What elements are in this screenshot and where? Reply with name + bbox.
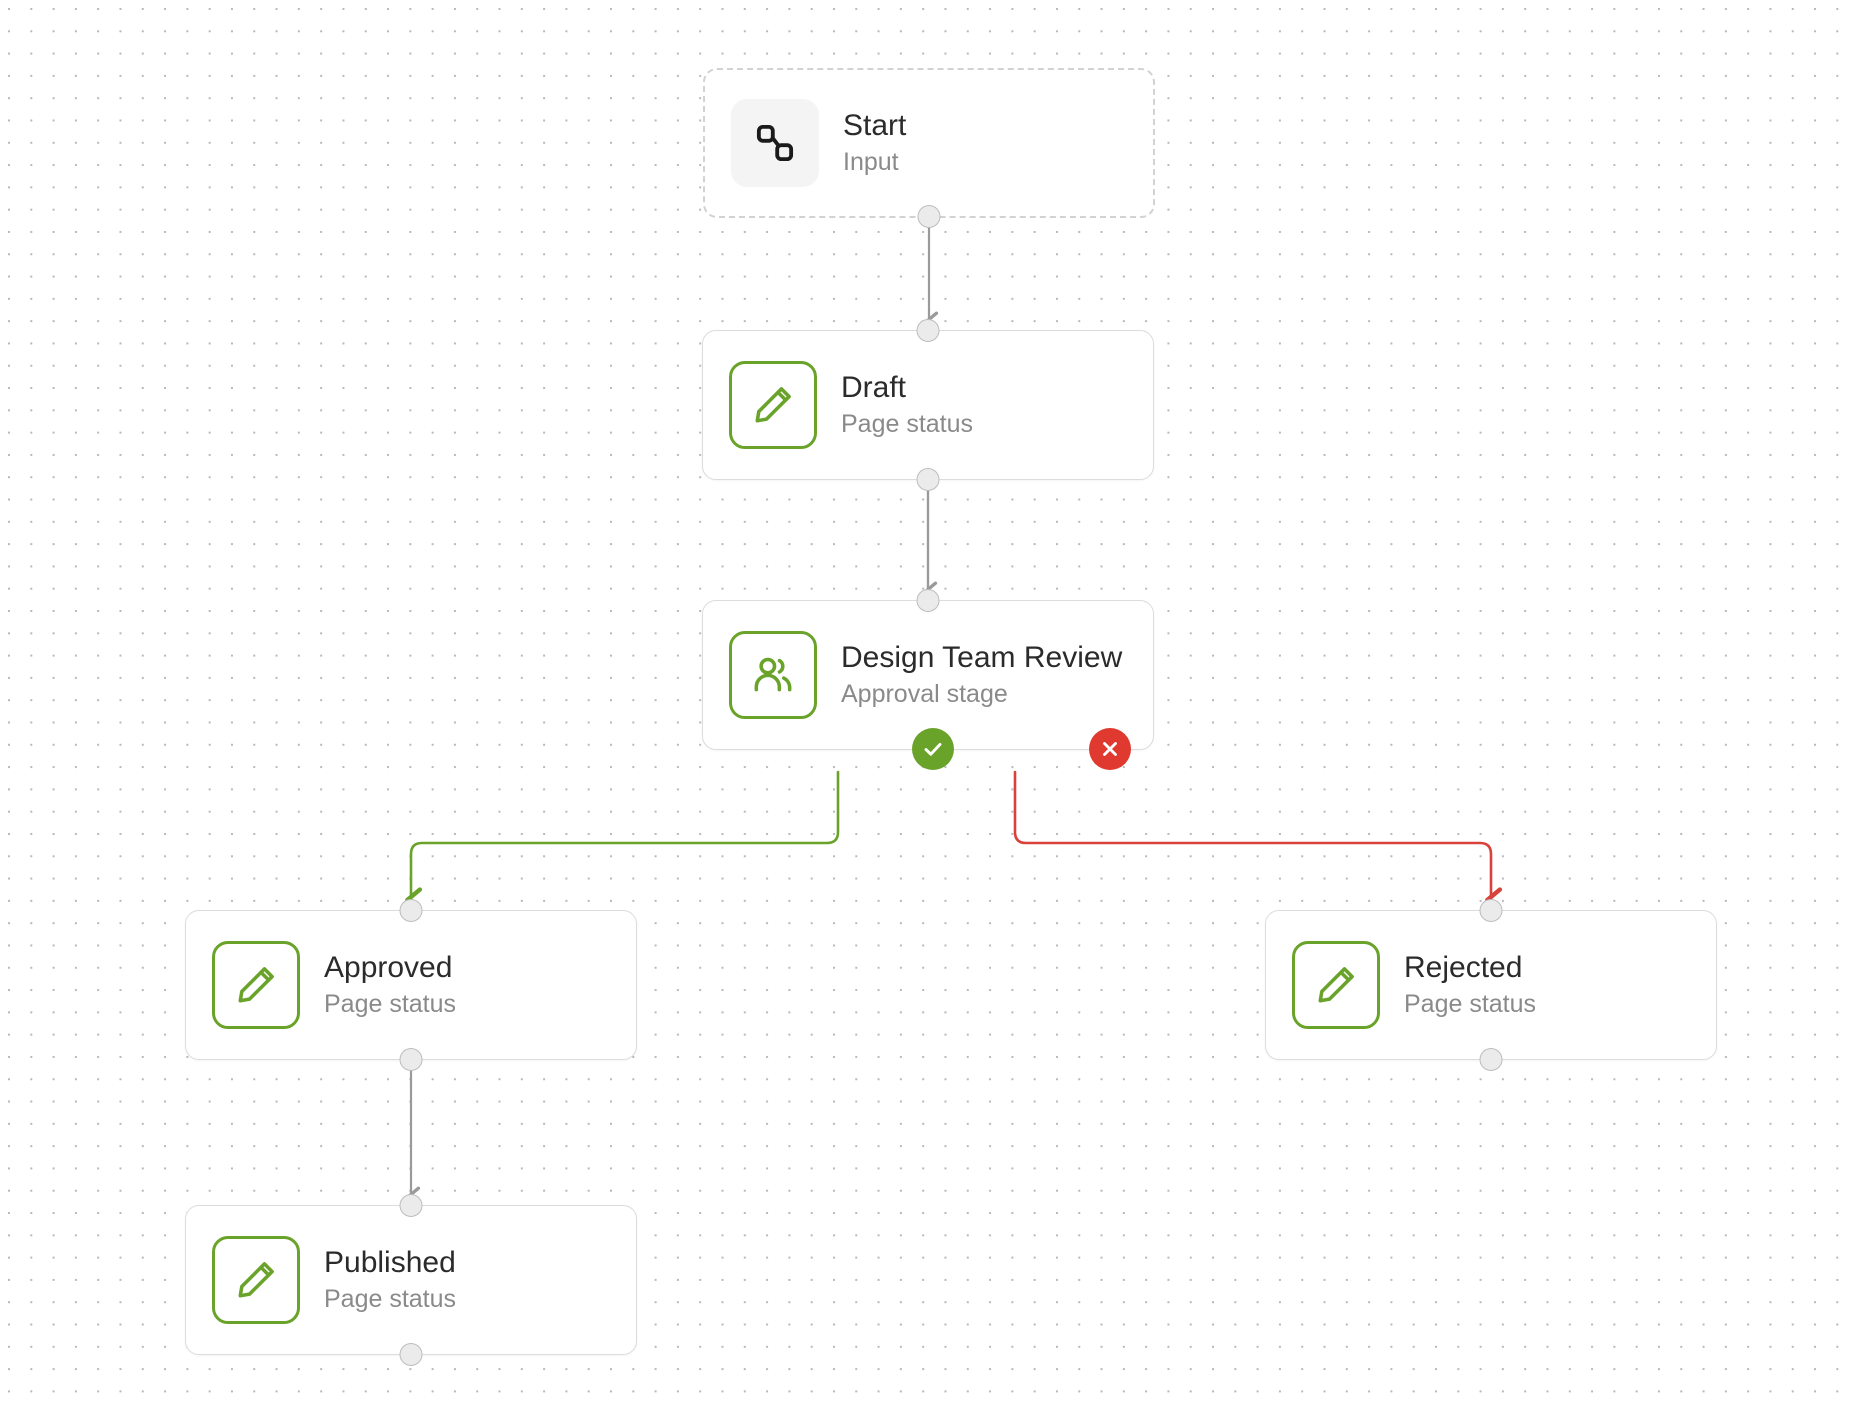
pencil-icon	[212, 941, 300, 1029]
node-published-text: Published Page status	[324, 1245, 456, 1316]
handle-approved-top[interactable]	[399, 899, 423, 922]
node-review-text: Design Team Review Approval stage	[841, 640, 1122, 711]
node-draft-subtitle: Page status	[841, 410, 974, 439]
handle-start-bottom[interactable]	[917, 205, 941, 228]
pencil-icon	[1292, 941, 1380, 1029]
approve-check-badge[interactable]	[912, 728, 954, 770]
node-rejected[interactable]: Rejected Page status	[1265, 899, 1717, 1071]
pencil-icon	[729, 361, 817, 449]
node-start-text: Start Input	[843, 108, 906, 179]
handle-published-top[interactable]	[399, 1194, 423, 1217]
node-published[interactable]: Published Page status	[185, 1194, 637, 1366]
edge-review-to-approved	[411, 770, 840, 900]
handle-published-bottom[interactable]	[399, 1343, 423, 1366]
users-icon	[729, 631, 817, 719]
node-review-subtitle: Approval stage	[841, 680, 1008, 709]
node-approved-text: Approved Page status	[324, 950, 456, 1021]
handle-approved-bottom[interactable]	[399, 1048, 423, 1071]
handle-draft-top[interactable]	[916, 319, 940, 342]
edge-review-to-rejected	[1013, 770, 1491, 900]
node-review-title: Design Team Review	[841, 640, 1123, 674]
node-approved-title: Approved	[324, 950, 453, 984]
node-published-subtitle: Page status	[324, 1285, 457, 1314]
handle-rejected-bottom[interactable]	[1479, 1048, 1503, 1071]
node-approved-subtitle: Page status	[324, 990, 457, 1019]
node-start-subtitle: Input	[843, 148, 899, 177]
handle-draft-bottom[interactable]	[916, 468, 940, 491]
node-draft-text: Draft Page status	[841, 370, 973, 441]
node-rejected-title: Rejected	[1404, 950, 1523, 984]
node-design-team-review[interactable]: Design Team Review Approval stage	[702, 589, 1154, 770]
flow-nodes-icon	[731, 99, 819, 187]
node-rejected-subtitle: Page status	[1404, 990, 1537, 1019]
node-approved[interactable]: Approved Page status	[185, 899, 637, 1071]
reject-cross-badge[interactable]	[1089, 728, 1131, 770]
handle-review-top[interactable]	[916, 589, 940, 612]
node-start[interactable]: Start Input	[703, 68, 1155, 228]
node-draft[interactable]: Draft Page status	[702, 319, 1154, 491]
handle-rejected-top[interactable]	[1479, 899, 1503, 922]
pencil-icon	[212, 1236, 300, 1324]
node-rejected-text: Rejected Page status	[1404, 950, 1536, 1021]
node-published-title: Published	[324, 1245, 456, 1279]
node-draft-title: Draft	[841, 370, 907, 404]
node-start-title: Start	[843, 108, 907, 142]
